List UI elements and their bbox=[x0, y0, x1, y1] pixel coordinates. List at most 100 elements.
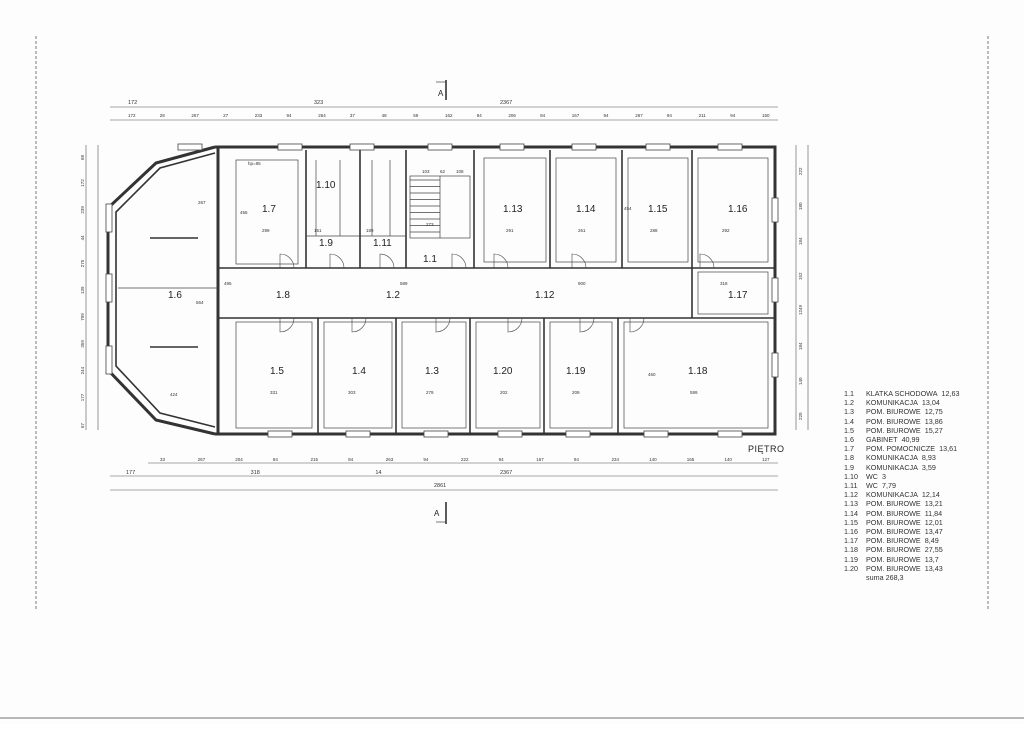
dimension-label: 94 bbox=[477, 113, 483, 118]
room-label: 1.19 bbox=[566, 366, 586, 377]
door-swing bbox=[451, 253, 467, 269]
legend-room-area: 12,14 bbox=[921, 490, 940, 500]
legend-room-name: KOMUNIKACJA bbox=[866, 398, 918, 408]
interior-dimension-label: 456 bbox=[240, 210, 248, 215]
legend-room-number: 1.3 bbox=[844, 407, 854, 417]
dimension-label: 220 bbox=[798, 412, 803, 420]
room-labels: 1.1 1.2 1.3 1.4 1.5 1.6 1.7 1.8 1.9 1.10… bbox=[168, 180, 748, 377]
window bbox=[717, 430, 743, 438]
legend-room-area: 3,59 bbox=[921, 462, 936, 472]
dimension-label: 359 bbox=[80, 340, 85, 348]
legend-room-area: 8,93 bbox=[921, 453, 936, 463]
legend-room-area: 7,79 bbox=[881, 481, 896, 491]
legend-room-name: POM. BIUROWE bbox=[866, 508, 921, 518]
room-label: 1.11 bbox=[373, 238, 392, 249]
dimension-label: 140 bbox=[724, 457, 732, 462]
window bbox=[105, 273, 113, 303]
room-label: 1.3 bbox=[425, 366, 439, 377]
svg-text:A: A bbox=[434, 509, 440, 518]
interior-dimension-label: 291 bbox=[506, 228, 514, 233]
door-swing bbox=[279, 317, 295, 333]
room-label: 1.15 bbox=[648, 204, 668, 215]
legend-room-number: 1.11 bbox=[844, 481, 858, 491]
legend-room-name: KOMUNIKACJA bbox=[866, 453, 918, 463]
section-mark-top: A bbox=[436, 80, 447, 100]
room-label: 1.7 bbox=[262, 204, 276, 215]
dimension-label: 267 bbox=[191, 113, 199, 118]
doors bbox=[279, 253, 715, 333]
dimension-label: 263 bbox=[386, 457, 394, 462]
window bbox=[499, 143, 525, 151]
window bbox=[345, 430, 371, 438]
legend-room-number: 1.18 bbox=[844, 545, 858, 555]
legend-room-name: POM. BIUROWE bbox=[866, 536, 921, 546]
dimension-label: 172 bbox=[128, 113, 136, 118]
interior-dimension-label: 318 bbox=[720, 281, 728, 286]
dimension-label: 48 bbox=[382, 113, 388, 118]
dimension-label: 264 bbox=[318, 113, 326, 118]
dimension-label: 94 bbox=[287, 113, 293, 118]
room-label: 1.9 bbox=[319, 238, 333, 249]
door-swing bbox=[507, 317, 523, 333]
room-label: 1.8 bbox=[276, 290, 290, 301]
room-label: 1.20 bbox=[493, 366, 513, 377]
interior-dimension-label: 331 bbox=[270, 390, 278, 395]
interior-dimension-label: 292 bbox=[722, 228, 730, 233]
legend-room-name: POM. POMOCNICZE bbox=[866, 444, 936, 454]
interior-dimension-label: 261 bbox=[578, 228, 586, 233]
legend-room-area: 3 bbox=[881, 471, 886, 481]
dimension-label: 180 bbox=[798, 202, 803, 210]
dimension-label: 184 bbox=[798, 237, 803, 245]
svg-text:A: A bbox=[438, 89, 444, 98]
dimension-label: 94 bbox=[348, 457, 354, 462]
interior-dimension-label: 108 bbox=[456, 169, 464, 174]
room-label: 1.10 bbox=[316, 180, 336, 191]
interior-dimension-label: 495 bbox=[224, 281, 232, 286]
staircase bbox=[409, 175, 471, 239]
dimension-label: 127 bbox=[762, 457, 770, 462]
dimension-label: 167 bbox=[572, 113, 580, 118]
dimension-label: 140 bbox=[798, 377, 803, 385]
legend-room-name: POM. BIUROWE bbox=[866, 563, 921, 573]
dimension-label: 2367 bbox=[500, 100, 512, 106]
dimension-label: 318 bbox=[251, 470, 260, 476]
legend-room-area: 11,84 bbox=[924, 508, 943, 518]
window bbox=[423, 430, 449, 438]
dimension-label: 709 bbox=[80, 313, 85, 321]
dimension-label: 94 bbox=[499, 457, 505, 462]
dimension-label: 150 bbox=[762, 113, 770, 118]
interior-dimension-label: 189 bbox=[366, 228, 374, 233]
legend-room-name: POM. BIUROWE bbox=[866, 517, 921, 527]
room-label: 1.14 bbox=[576, 204, 596, 215]
interior-walls bbox=[216, 147, 775, 434]
outer-walls bbox=[106, 145, 777, 436]
dimension-label: 267 bbox=[635, 113, 643, 118]
room-label: 1.13 bbox=[503, 204, 523, 215]
door-swing bbox=[571, 253, 587, 269]
legend-room-number: 1.4 bbox=[844, 416, 854, 426]
dimension-label: 222 bbox=[798, 167, 803, 175]
interior-dimension-label: 209 bbox=[572, 390, 580, 395]
door-swing bbox=[699, 253, 715, 269]
window bbox=[177, 143, 203, 151]
window bbox=[571, 143, 597, 151]
interior-dimension-label: 564 bbox=[196, 300, 204, 305]
legend-room-area: 15,27 bbox=[924, 425, 943, 435]
legend-room-area: 13,04 bbox=[921, 398, 940, 408]
legend-room-name: KLATKA SCHODOWA bbox=[866, 389, 938, 398]
dimension-label: 222 bbox=[461, 457, 469, 462]
dimension-label: 140 bbox=[649, 457, 657, 462]
legend-room-number: 1.15 bbox=[844, 517, 858, 527]
room-label: 1.12 bbox=[535, 290, 555, 301]
dimension-label: 27 bbox=[223, 113, 229, 118]
dimension-label: 33 bbox=[160, 457, 166, 462]
window bbox=[105, 345, 113, 375]
dimension-label: 172 bbox=[128, 100, 137, 106]
legend-room-name: GABINET bbox=[866, 435, 898, 445]
